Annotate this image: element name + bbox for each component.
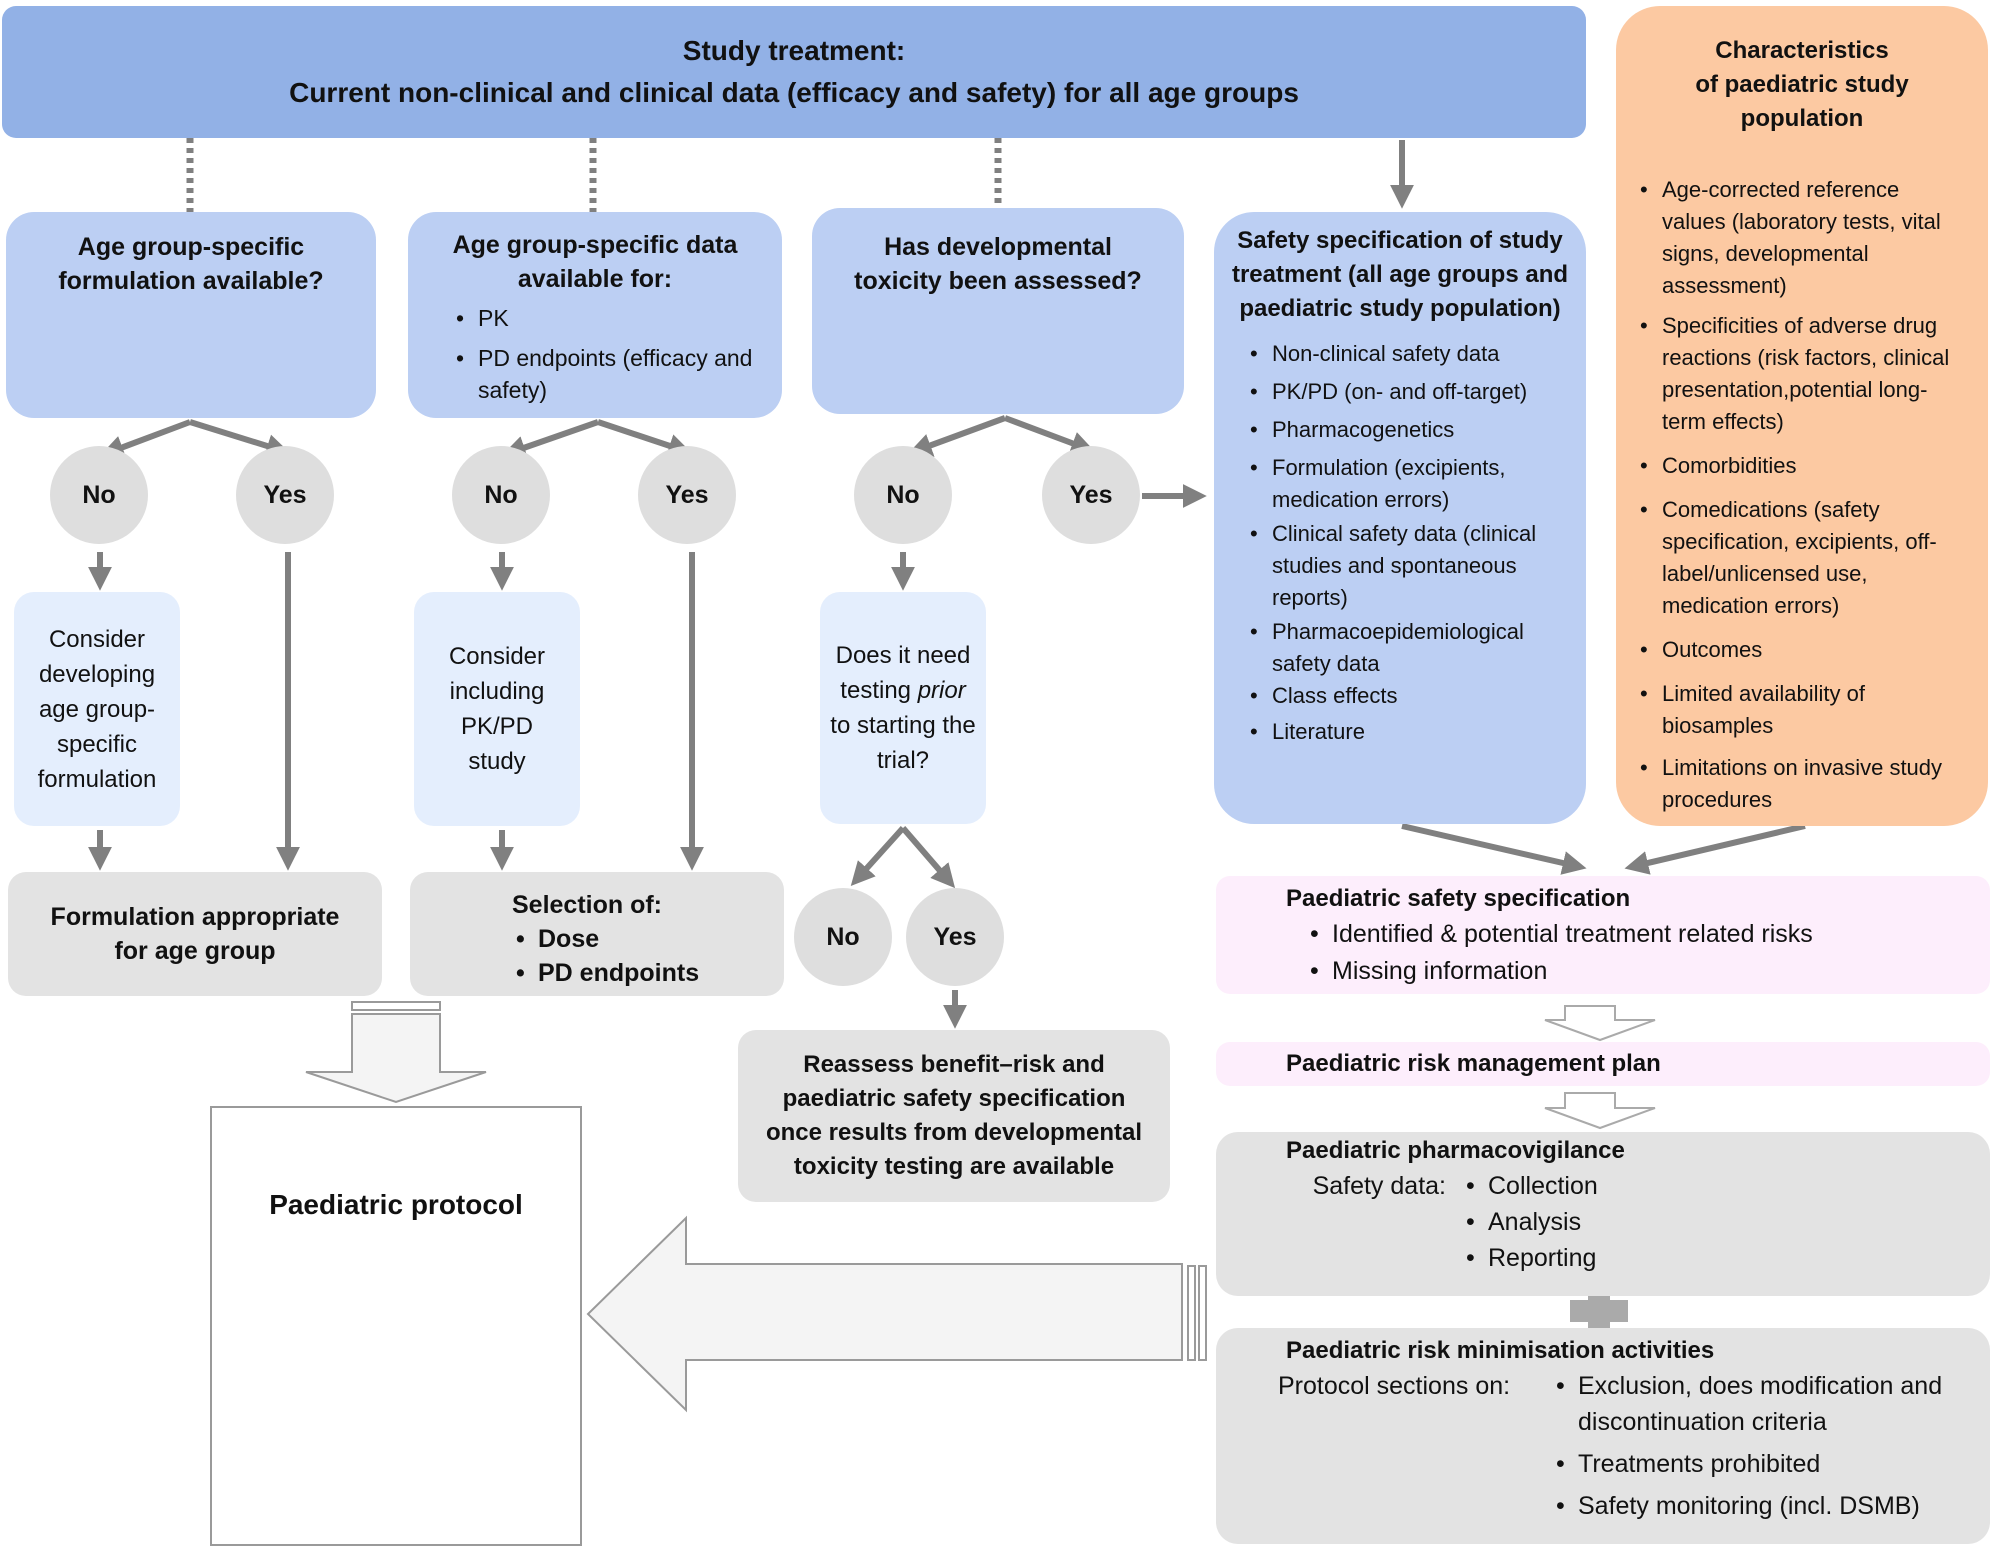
characteristics-item: Comorbidities — [1636, 450, 1968, 482]
question-developmental-toxicity: Has developmental toxicity been assessed… — [812, 208, 1184, 414]
arrow-col3-no — [907, 415, 1007, 457]
arrow-col1-no — [99, 419, 192, 459]
hollow-arrow-left-bar1 — [1187, 1265, 1196, 1361]
safety-data-label: Safety data: — [1312, 1172, 1446, 1200]
safety-data-item: Analysis — [1462, 1204, 1598, 1240]
paediatric-safety-specification-title: Paediatric safety specification — [1286, 885, 1631, 912]
selection-title: Selection of: — [512, 891, 663, 919]
safety-specification-panel: Safety specification of study treatment … — [1214, 212, 1586, 824]
safety-item: Clinical safety data (clinical studies a… — [1246, 518, 1572, 614]
need-yes-node: Yes — [906, 888, 1004, 986]
paediatric-pharmacovigilance: Paediatric pharmacovigilance Safety data… — [1216, 1132, 1990, 1296]
paediatric-risk-management-plan: Paediatric risk management plan — [1216, 1042, 1990, 1086]
safety-specification-title: Safety specification of study treatment … — [1231, 227, 1569, 322]
paediatric-protocol: Paediatric protocol — [210, 1106, 582, 1546]
study-treatment-header: Study treatment: Current non-clinical an… — [2, 6, 1586, 138]
header-line1: Study treatment: — [682, 35, 906, 66]
selection-list: Dose PD endpoints — [512, 922, 784, 990]
question-formulation: Age group-specific formulation available… — [6, 212, 376, 418]
arrow-col1-yes — [189, 419, 291, 458]
characteristics-title-line2: of paediatric study population — [1695, 71, 1909, 132]
data-available-item: PD endpoints (efficacy and safety) — [452, 342, 764, 406]
protocol-section-item: Safety monitoring (incl. DSMB) — [1552, 1488, 1982, 1524]
hollow-arrow-down-to-protocol — [305, 1013, 487, 1104]
need-testing-text-pre: Does it need testing — [835, 642, 971, 704]
hollow-arrow-left-to-protocol — [586, 1215, 1183, 1413]
risk-minimisation-title: Paediatric risk minimisation activities — [1286, 1337, 1715, 1364]
characteristics-item: Age-corrected reference values (laborato… — [1636, 174, 1968, 302]
protocol-section-item: Treatments prohibited — [1552, 1446, 1982, 1482]
paed-spec-item: Missing information — [1306, 953, 1990, 990]
characteristics-item: Specificities of adverse drug reactions … — [1636, 310, 1968, 438]
result-selection: Selection of: Dose PD endpoints — [410, 872, 784, 996]
hollow-arrow-down-cap — [351, 1001, 441, 1011]
arrow-col2-no — [501, 419, 599, 459]
hollow-arrow-rmp-to-pv — [1544, 1092, 1656, 1130]
question-data-available-text: Age group-specific data available for: — [452, 231, 738, 293]
paediatric-risk-management-plan-title: Paediatric risk management plan — [1286, 1050, 1661, 1077]
result-formulation: Formulation appropriate for age group — [8, 872, 382, 996]
hollow-arrow-spec-to-rmp — [1544, 1005, 1656, 1042]
arrow-col2-yes — [597, 419, 693, 458]
characteristics-list: Age-corrected reference values (laborato… — [1636, 174, 1968, 816]
characteristics-panel: Characteristics of paediatric study popu… — [1616, 6, 1988, 826]
need-testing-text-post: to starting the trial? — [830, 712, 976, 774]
need-testing-box: Does it need testing prior to starting t… — [820, 592, 986, 824]
col1-yes-node: Yes — [236, 446, 334, 544]
need-no-node: No — [794, 888, 892, 986]
question-data-available: Age group-specific data available for: P… — [408, 212, 782, 418]
header-line2: Current non-clinical and clinical data (… — [289, 77, 1299, 108]
safety-item: Literature — [1246, 716, 1572, 748]
paediatric-risk-minimisation: Paediatric risk minimisation activities … — [1216, 1328, 1990, 1544]
col2-no-node: No — [452, 446, 550, 544]
protocol-sections-list: Exclusion, does modification and discont… — [1552, 1368, 1982, 1524]
protocol-section-item: Exclusion, does modification and discont… — [1552, 1368, 1982, 1440]
plus-icon — [1570, 1282, 1628, 1342]
question-formulation-text: Age group-specific formulation available… — [58, 233, 324, 295]
data-available-item: PK — [452, 302, 764, 334]
safety-item: Non-clinical safety data — [1246, 338, 1572, 370]
col3-yes-node: Yes — [1042, 446, 1140, 544]
hollow-arrow-left-bar2 — [1198, 1265, 1207, 1361]
arrow-safety-to-spec — [1401, 823, 1587, 875]
characteristics-item: Outcomes — [1636, 634, 1968, 666]
arrow-need-no — [850, 825, 906, 887]
safety-specification-list: Non-clinical safety data PK/PD (on- and … — [1246, 338, 1572, 748]
col1-no-node: No — [50, 446, 148, 544]
selection-item: Dose — [512, 922, 784, 956]
arrow-need-yes — [900, 826, 956, 889]
need-testing-text-italic: prior — [917, 677, 966, 704]
characteristics-item: Limitations on invasive study procedures — [1636, 752, 1968, 816]
reassess-box: Reassess benefit–risk and paediatric saf… — [738, 1030, 1170, 1202]
paed-spec-item: Identified & potential treatment related… — [1306, 916, 1990, 953]
arrow-col3-yes — [1003, 415, 1096, 455]
data-available-list: PK PD endpoints (efficacy and safety) — [452, 302, 764, 406]
safety-data-item: Reporting — [1462, 1240, 1598, 1276]
safety-item: Formulation (excipients, medication erro… — [1246, 452, 1572, 516]
paediatric-safety-specification: Paediatric safety specification Identifi… — [1216, 876, 1990, 994]
consider-pkpd: Consider including PK/PD study — [414, 592, 580, 826]
safety-data-item: Collection — [1462, 1168, 1598, 1204]
pharmacovigilance-title: Paediatric pharmacovigilance — [1286, 1137, 1625, 1164]
question-developmental-toxicity-text: Has developmental toxicity been assessed… — [854, 233, 1142, 295]
characteristics-title-line1: Characteristics — [1715, 37, 1889, 64]
selection-item: PD endpoints — [512, 956, 784, 990]
consider-formulation: Consider developing age group-specific f… — [14, 592, 180, 826]
safety-item: Pharmacoepidemiological safety data — [1246, 616, 1572, 680]
col3-no-node: No — [854, 446, 952, 544]
safety-item: Pharmacogenetics — [1246, 414, 1572, 446]
safety-item: PK/PD (on- and off-target) — [1246, 376, 1572, 408]
arrow-char-to-spec — [1624, 823, 1806, 875]
characteristics-item: Limited availability of biosamples — [1636, 678, 1968, 742]
paediatric-protocol-title: Paediatric protocol — [269, 1189, 523, 1220]
safety-item: Class effects — [1246, 680, 1572, 712]
col2-yes-node: Yes — [638, 446, 736, 544]
paediatric-safety-specification-list: Identified & potential treatment related… — [1306, 916, 1990, 990]
safety-data-list: Collection Analysis Reporting — [1462, 1168, 1598, 1276]
characteristics-item: Comedications (safety specification, exc… — [1636, 494, 1968, 622]
protocol-sections-label: Protocol sections on: — [1278, 1372, 1511, 1400]
